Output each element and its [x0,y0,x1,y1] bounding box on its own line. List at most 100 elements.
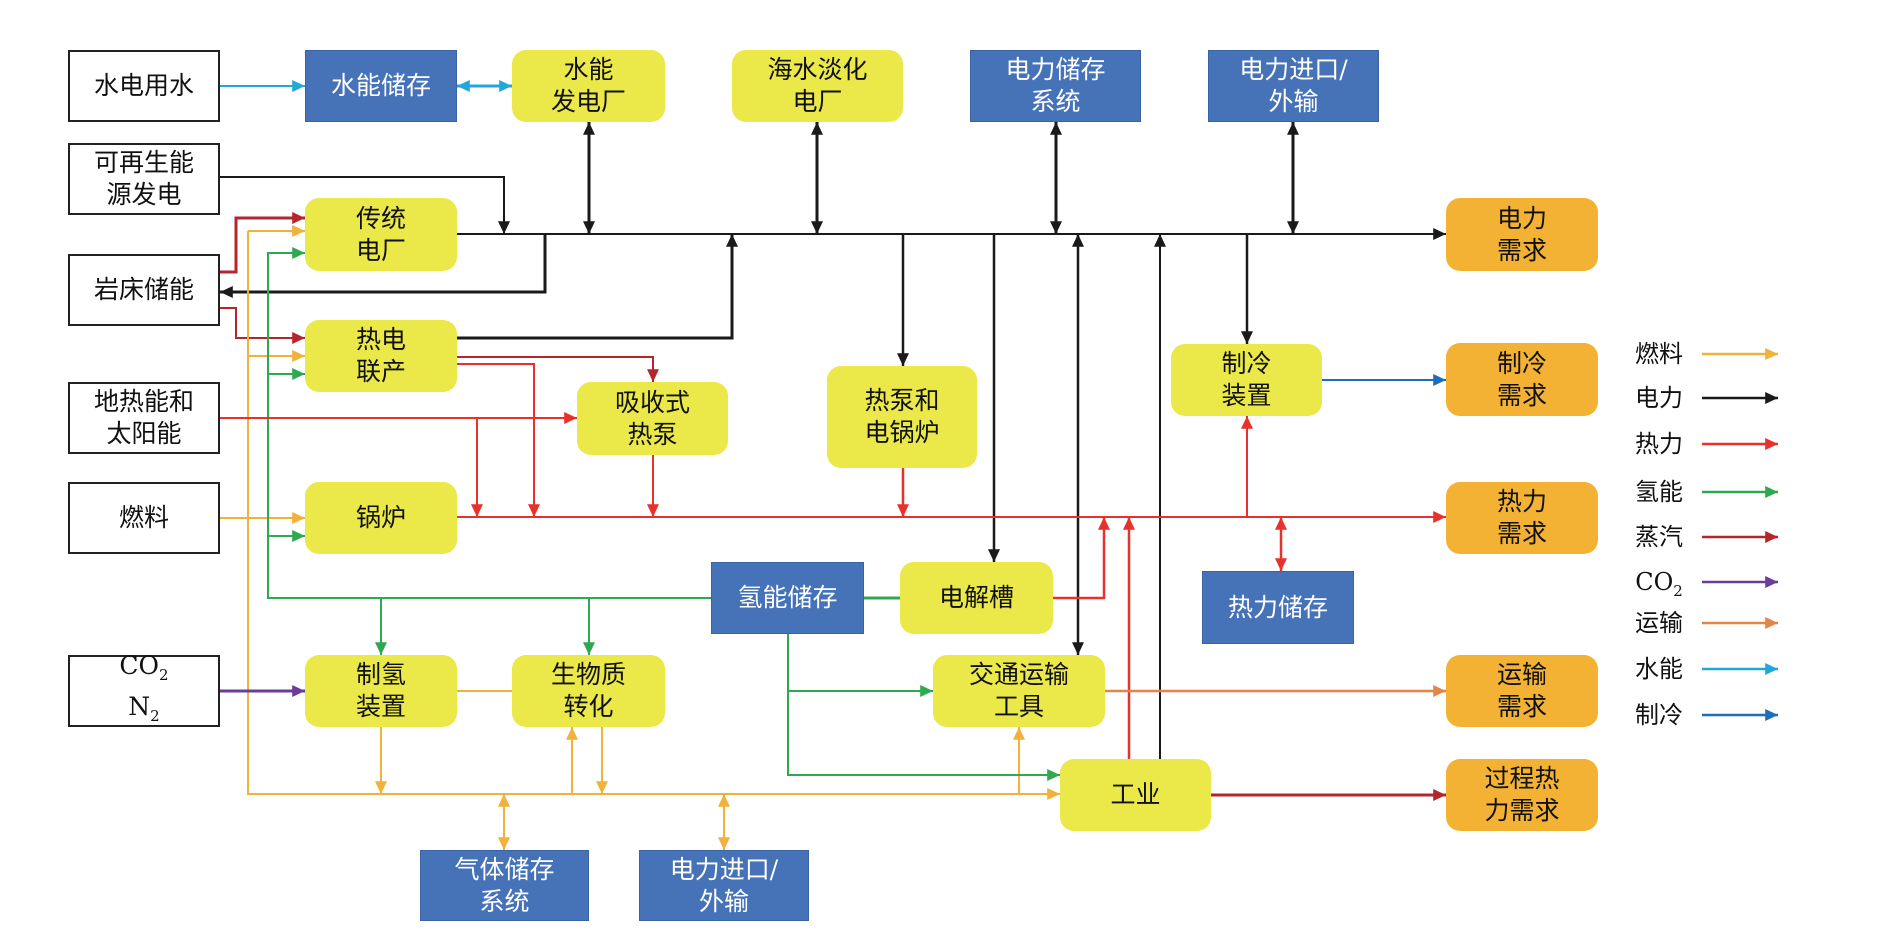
legend-label-steam: 蒸汽 [1635,523,1683,551]
bus-to-rockbed-arrowhead [220,286,233,298]
fuel-to-boiler-arrowhead [292,512,305,524]
storage-power-trade-bottom: 电力进口/ 外输 [639,850,809,921]
power-trade-bottom-fuel-arrowhead [718,794,730,807]
storage-hydrogen: 氢能储存 [711,562,864,634]
n2-label: N2 [128,692,160,725]
demand-transport: 运输 需求 [1446,655,1598,727]
conv-hydro-plant: 水能 发电厂 [512,50,665,122]
source-rockbed-storage: 岩床储能 [68,254,220,326]
renewable-to-bus-arrowhead [498,221,510,234]
legend-label-power: 电力 [1635,384,1683,412]
industry-to-process-heat-arrowhead [1433,789,1446,801]
conv-boiler: 锅炉 [305,482,457,554]
desal-plant-bus-arrowhead [811,122,823,135]
heat-line-arrowhead [1433,511,1446,523]
legend-arrow-power-arrowhead [1765,392,1778,404]
geo-solar-drop-arrowhead [471,504,483,517]
co2-to-h2prod-arrowhead [292,685,305,697]
legend-arrow-transport-arrowhead [1765,617,1778,629]
storage-gas: 气体储存 系统 [420,850,589,921]
bus-to-rockbed [220,234,547,294]
chp-to-bus-arrowhead [726,234,738,247]
hydro-storage-plant-arrowhead [457,80,470,92]
source-co2-n2: CO2 N2 [68,651,220,727]
source-fuel: 燃料 [68,482,220,554]
source-geothermal-solar: 地热能和 太阳能 [68,382,220,454]
power-trade-top-bus-arrowhead [1287,221,1299,234]
legend-label-transport: 运输 [1635,609,1683,637]
h2-trunk [267,252,711,599]
h2storage-to-vehicles [787,634,933,692]
storage-heat: 热力储存 [1202,571,1354,644]
conv-conventional-plant: 传统 电厂 [305,198,457,271]
legend-arrow-hydro-arrowhead [1765,663,1778,675]
legend-arrow-heat-arrowhead [1765,438,1778,450]
h2-trunk-arrowhead [292,247,305,259]
chp-heat-to-line [457,363,535,517]
gas-storage-fuel-arrowhead [498,794,510,807]
power-storage-bus-arrowhead [1050,122,1062,135]
legend-arrow-hydrogen-arrowhead [1765,486,1778,498]
industry-heat-arrowhead [1123,517,1135,530]
legend-label-hydrogen: 氢能 [1635,478,1683,506]
heat-storage-link-arrowhead [1275,517,1287,530]
bus-to-electrolyzer-arrowhead [988,549,1000,562]
rockbed-steam-to-conventional [220,216,305,274]
chp-steam-to-absorption-arrowhead [647,369,659,382]
h2prod-to-fuel-arrowhead [375,781,387,794]
legend-arrow-cooling-arrowhead [1765,709,1778,721]
co2-label: CO2 [119,651,169,684]
fuel-to-chp-arrowhead [292,350,305,362]
rockbed-steam-to-chp [220,307,305,339]
conv-chp: 热电 联产 [305,320,457,392]
electrolyzer-heat-arrowhead [1098,517,1110,530]
bus-to-hp-eboiler-arrowhead [897,353,909,366]
conv-desalination-plant: 海水淡化 电厂 [732,50,903,122]
legend-label-co2: CO2 [1635,568,1683,600]
h2-to-h2prod-arrowhead [375,642,387,655]
gas-storage-fuel-arrowhead [498,837,510,850]
legend-label-heat: 热力 [1635,430,1683,458]
geo-solar-to-absorption-arrowhead [564,412,577,424]
vehicles-to-transport-demand-arrowhead [1433,685,1446,697]
conv-hydrogen-production: 制氢 装置 [305,655,457,727]
source-renewable-power: 可再生能 源发电 [68,143,220,215]
hp-eboiler-to-heat-arrowhead [897,504,909,517]
storage-power: 电力储存 系统 [970,50,1141,122]
legend-arrow-fuel-arrowhead [1765,348,1778,360]
conv-vehicles: 交通运输 工具 [933,655,1105,727]
h2storage-to-vehicles-arrowhead [920,685,933,697]
fuel-to-conventional-arrowhead [292,225,305,237]
fuel-to-biomass-arrowhead [566,727,578,740]
industry-to-bus-arrowhead [1154,234,1166,247]
hydro-water-to-storage-arrowhead [292,80,305,92]
power-bus-arrowhead [1433,228,1446,240]
legend-arrow-steam-arrowhead [1765,531,1778,543]
power-storage-bus-arrowhead [1050,221,1062,234]
conv-absorption-heat-pump: 吸收式 热泵 [577,382,728,455]
source-hydro-water: 水电用水 [68,50,220,122]
fuel-trunk-arrowhead [1047,788,1060,800]
rockbed-steam-to-chp-arrowhead [292,332,305,344]
chiller-to-cooling-demand-arrowhead [1433,374,1446,386]
electrolyzer-heat [1053,517,1106,600]
conv-electrolyzer: 电解槽 [900,562,1053,634]
demand-cooling: 制冷 需求 [1446,343,1598,416]
conv-heat-pump-eboiler: 热泵和 电锅炉 [827,366,977,468]
demand-power: 电力 需求 [1446,198,1598,271]
storage-hydro: 水能储存 [305,50,457,122]
bus-vehicles-arrowhead [1072,234,1084,247]
chp-steam-to-absorption [457,356,654,382]
heat-to-chiller-arrowhead [1241,416,1253,429]
demand-process-heat: 过程热 力需求 [1446,759,1598,831]
rockbed-steam-to-conventional-arrowhead [292,212,305,224]
h2storage-to-industry [787,691,1060,776]
h2-to-chp-arrowhead [292,368,305,380]
h2-to-biomass-arrowhead [583,642,595,655]
legend-label-fuel: 燃料 [1635,340,1683,368]
absorption-to-heat-arrowhead [647,504,659,517]
hydro-plant-bus-arrowhead [583,221,595,234]
storage-power-trade-top: 电力进口/ 外输 [1208,50,1379,122]
bus-vehicles-arrowhead [1072,642,1084,655]
bus-to-chiller-arrowhead [1241,331,1253,344]
